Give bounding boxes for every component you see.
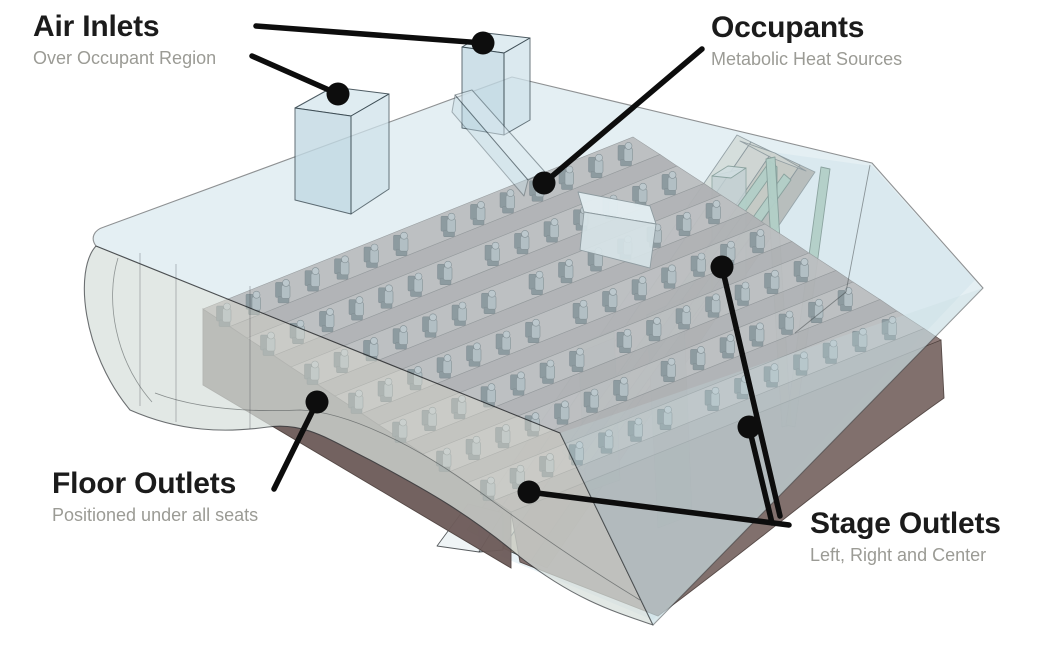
- occupants-dot: [532, 171, 556, 195]
- front-right-glass-tint: [560, 288, 983, 625]
- room-glass: [83, 76, 984, 626]
- stage-outlets-title: Stage Outlets: [810, 507, 1001, 540]
- air-inlet-right-callout-line: [253, 23, 486, 46]
- air-inlet-duct-right: [451, 32, 546, 197]
- floor-outlets-callout-line: [271, 399, 320, 492]
- occupants-callout-line: [541, 46, 705, 186]
- callout-dots: [305, 31, 761, 504]
- air-inlet-duct-left: [294, 86, 390, 215]
- stage-outlet-right-dot: [737, 415, 761, 439]
- air-inlet-left-callout-line: [249, 53, 341, 97]
- stage-outlet-center-callout-line: [719, 264, 783, 519]
- occupants-label: Occupants Metabolic Heat Sources: [711, 11, 902, 70]
- air-inlet-left-dot: [326, 82, 350, 106]
- floor-outlets-title: Floor Outlets: [52, 467, 237, 500]
- air-inlet-right-dot: [471, 31, 495, 55]
- stage-outlet-left-dot: [517, 480, 541, 504]
- occupants-title: Occupants: [711, 11, 865, 44]
- occupants-subtitle: Metabolic Heat Sources: [711, 48, 903, 69]
- floor-outlets-subtitle: Positioned under all seats: [52, 504, 259, 525]
- stage-outlets-subtitle: Left, Right and Center: [810, 544, 987, 565]
- floor-outlets-dot: [305, 390, 329, 414]
- air-inlet-chute: [451, 89, 546, 197]
- stage-outlet-left-callout-line: [526, 489, 792, 528]
- curved-front-wall: [83, 245, 654, 626]
- stage-outlet-right-callout-line: [746, 424, 775, 526]
- stage-outlet-center-dot: [710, 255, 734, 279]
- callout-lines: [249, 23, 792, 528]
- stage-outlets-label: Stage Outlets Left, Right and Center: [810, 507, 1001, 566]
- ceiling-and-right-wall: [92, 76, 984, 626]
- floor-outlets-label: Floor Outlets Positioned under all seats: [52, 467, 258, 526]
- air-inlets-label: Air Inlets Over Occupant Region: [33, 10, 216, 69]
- air-inlets-title: Air Inlets: [33, 10, 160, 43]
- air-inlets-subtitle: Over Occupant Region: [33, 47, 217, 68]
